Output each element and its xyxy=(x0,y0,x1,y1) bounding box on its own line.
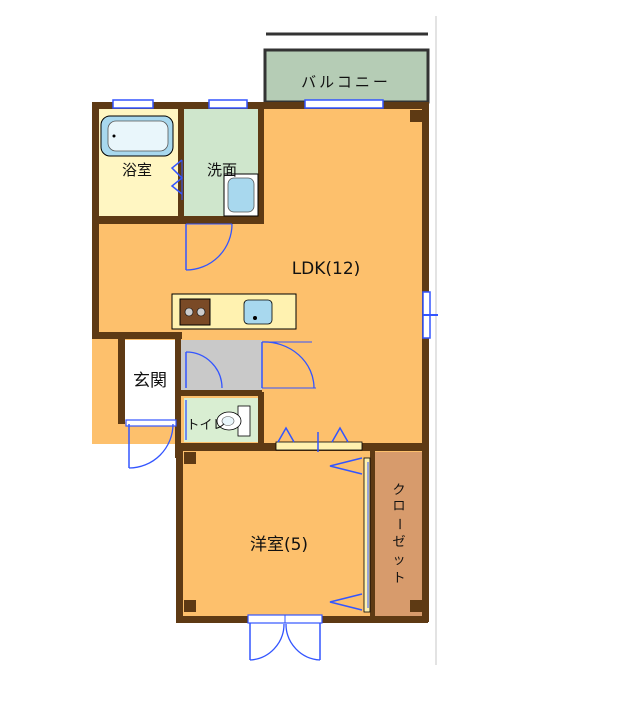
bath-drain-icon xyxy=(112,134,116,138)
western-room-door xyxy=(275,426,363,452)
balcony: バルコニー xyxy=(263,32,430,104)
hallway-door xyxy=(185,351,223,389)
washroom-window xyxy=(208,99,248,109)
entrance-door xyxy=(125,419,177,469)
toilet-fixture xyxy=(216,405,251,437)
kitchen-counter xyxy=(171,293,297,330)
bath-window xyxy=(112,99,154,109)
stove-icon xyxy=(179,298,211,326)
washroom-door xyxy=(185,223,233,271)
closet-floor xyxy=(374,452,426,618)
closet-char: ト xyxy=(392,571,405,586)
bathtub-inner xyxy=(107,120,169,152)
closet-char: ロ xyxy=(392,499,405,514)
windows xyxy=(112,99,438,339)
kitchen-sink-icon xyxy=(243,299,273,325)
closet-label: ク ロ ー ゼ ッ ト xyxy=(391,483,406,586)
closet-doors xyxy=(329,457,371,613)
balcony-door xyxy=(304,99,384,109)
western-room-window xyxy=(247,614,323,661)
balcony-floor xyxy=(263,48,430,104)
closet-char: ゼ xyxy=(392,535,405,550)
closet-char: ッ xyxy=(392,553,405,568)
balcony-label: バルコニー xyxy=(301,73,391,91)
ldk-door xyxy=(261,341,316,389)
wash-basin xyxy=(227,177,255,213)
ldk-label: LDK(12) xyxy=(292,259,361,279)
toilet-label: トイレ xyxy=(186,418,225,433)
closet-char: ー xyxy=(391,517,406,530)
western-room-label: 洋室(5) xyxy=(250,535,308,555)
hallway-floor xyxy=(180,340,262,392)
bath-label: 浴室 xyxy=(122,161,152,179)
washroom-label: 洗面 xyxy=(207,161,237,179)
entrance-floor xyxy=(124,340,176,422)
entrance-label: 玄関 xyxy=(133,371,167,391)
closet-char: ク xyxy=(392,483,405,498)
